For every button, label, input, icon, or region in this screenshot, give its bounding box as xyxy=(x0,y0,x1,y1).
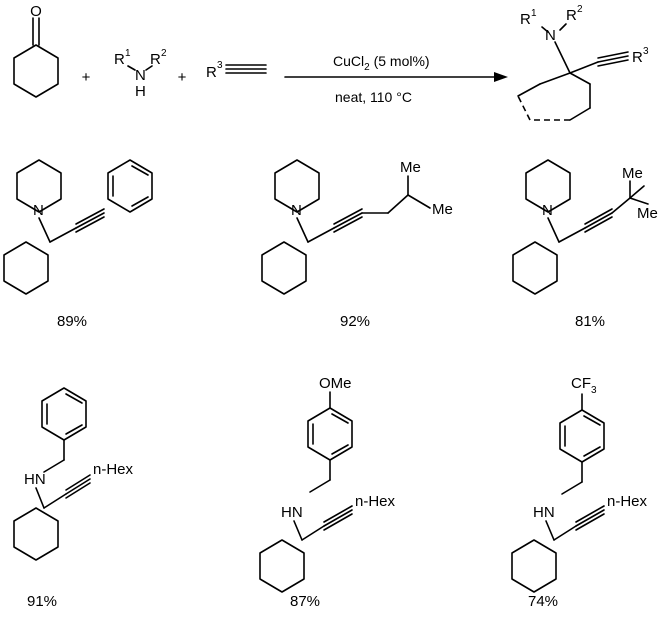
yield-example-4: 91% xyxy=(27,593,57,610)
amine-r2-sup: 2 xyxy=(161,48,167,59)
alkyne-r3: R xyxy=(206,64,217,81)
example-3: N Me Me 81% xyxy=(512,159,658,330)
plus-sign-1: + xyxy=(82,69,91,86)
nh-label-4: HN xyxy=(24,471,46,488)
product-n: N xyxy=(545,27,556,44)
amine-reagent: R 1 N H R 2 xyxy=(114,48,167,100)
amine-r1: R xyxy=(114,51,125,68)
condition-catalyst: CuCl2 (5 mol%) xyxy=(333,53,430,73)
cyclohexanone: O xyxy=(13,3,59,98)
amine-r2: R xyxy=(150,51,161,68)
svg-text:N: N xyxy=(291,202,302,219)
product-r1-sup: 1 xyxy=(531,8,537,19)
alkyne-reagent: R 3 xyxy=(206,60,267,81)
nh-label-6: HN xyxy=(533,504,555,521)
chain-label-5: n-Hex xyxy=(355,493,396,510)
condition-temperature: neat, 110 °C xyxy=(335,89,412,105)
reaction-arrow xyxy=(284,72,508,82)
chain-label-6: n-Hex xyxy=(607,493,648,510)
yield-example-6: 74% xyxy=(528,593,558,610)
plus-sign-2: + xyxy=(178,69,187,86)
top-ome-5: OMe xyxy=(319,375,352,392)
product-r1: R xyxy=(520,11,531,28)
alkyne-r3-sup: 3 xyxy=(217,60,223,71)
product-r3-sup: 3 xyxy=(643,46,649,57)
chain-label-4: n-Hex xyxy=(93,461,134,478)
yield-example-2: 92% xyxy=(340,313,370,330)
yield-example-5: 87% xyxy=(290,593,320,610)
sub-me-a-3: Me xyxy=(622,165,643,182)
amine-n: N xyxy=(135,67,146,84)
top-cf3-6: CF3 xyxy=(571,375,597,396)
svg-text:O: O xyxy=(30,3,42,20)
example-5: OMe HN n-Hex 87% xyxy=(259,375,396,610)
general-product: N R 1 R 2 R 3 xyxy=(517,4,649,121)
example-6: CF3 HN n-Hex 74% xyxy=(511,375,648,610)
svg-text:N: N xyxy=(33,202,44,219)
nh-label-5: HN xyxy=(281,504,303,521)
example-1: N 89% xyxy=(3,159,153,330)
example-2: N Me Me 92% xyxy=(261,159,453,330)
amine-r1-sup: 1 xyxy=(125,48,131,59)
yield-example-3: 81% xyxy=(575,313,605,330)
product-r2-sup: 2 xyxy=(577,4,583,15)
product-r2: R xyxy=(566,7,577,24)
sub-me-a-2: Me xyxy=(400,159,421,176)
example-4: HN n-Hex 91% xyxy=(13,387,134,610)
sub-me-b-2: Me xyxy=(432,201,453,218)
product-r3: R xyxy=(632,49,643,66)
amine-h: H xyxy=(135,83,146,100)
yield-example-1: 89% xyxy=(57,313,87,330)
svg-text:N: N xyxy=(542,202,553,219)
sub-me-b-3: Me xyxy=(637,205,658,222)
